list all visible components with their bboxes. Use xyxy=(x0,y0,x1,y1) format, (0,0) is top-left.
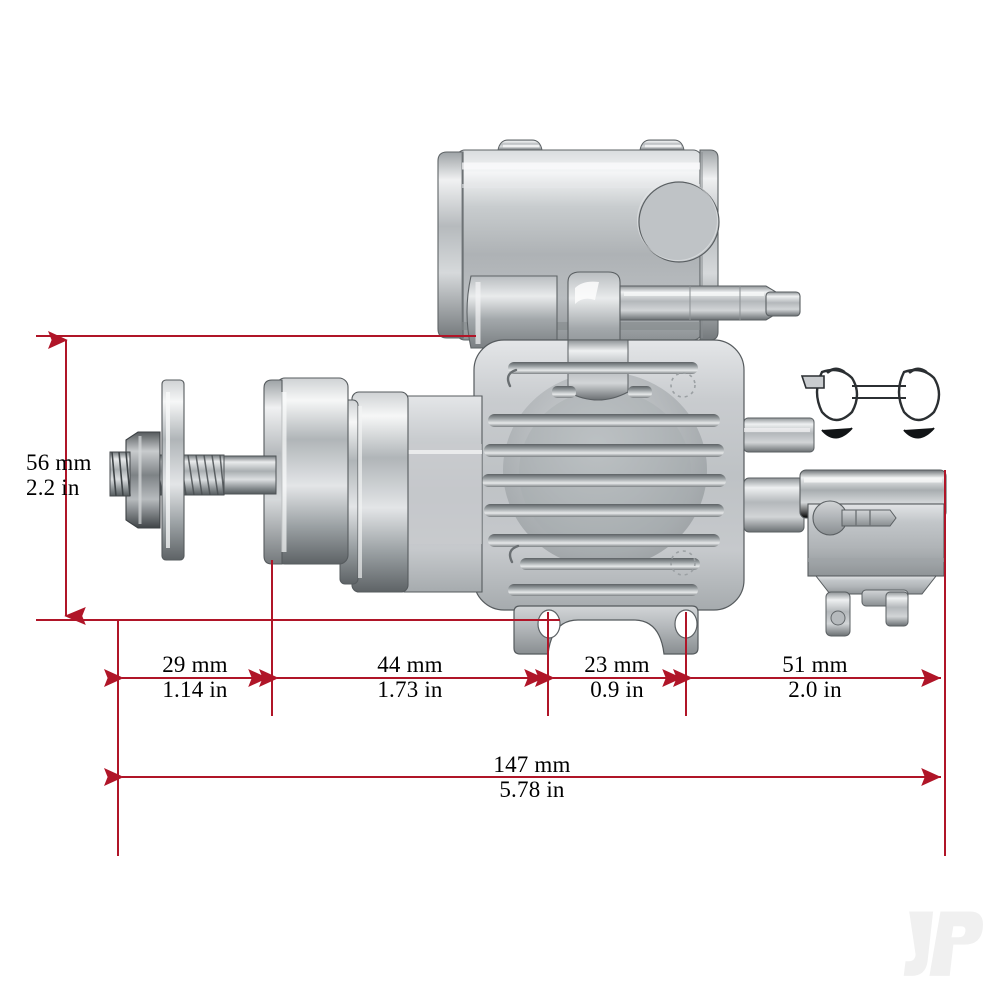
exhaust-stack xyxy=(466,275,558,349)
cooling-fins xyxy=(482,362,726,596)
height-dimension-mm: 56 mm xyxy=(26,450,92,475)
segment-1-in: 1.14 in xyxy=(162,677,228,702)
cylinder-head xyxy=(473,339,745,611)
height-dimension-in: 2.2 in xyxy=(26,475,80,500)
rear-shaft xyxy=(743,417,815,533)
glow-plug-rod xyxy=(619,285,801,321)
prop-shaft xyxy=(109,379,277,561)
overall-length-mm: 147 mm xyxy=(493,752,571,777)
muffler-cap xyxy=(437,151,464,339)
overall-length-label: 147 mm 5.78 in xyxy=(457,752,607,802)
segment-4-in: 2.0 in xyxy=(788,677,842,702)
segment-2-label: 44 mm 1.73 in xyxy=(335,652,485,702)
head-screw-mark-bl xyxy=(508,544,520,564)
mounting-lugs xyxy=(513,605,699,655)
segment-1-mm: 29 mm xyxy=(162,652,228,677)
prop-driver xyxy=(263,377,409,593)
height-dimension-label: 56 mm 2.2 in xyxy=(26,450,92,500)
segment-1-label: 29 mm 1.14 in xyxy=(120,652,270,702)
segment-2-mm: 44 mm xyxy=(377,652,443,677)
segment-3-in: 0.9 in xyxy=(590,677,644,702)
prop-washer xyxy=(161,379,185,561)
mixture-screws xyxy=(800,367,941,439)
prop-nut xyxy=(125,431,161,529)
segment-2-in: 1.73 in xyxy=(377,677,443,702)
head-screw-mark-tr xyxy=(670,372,696,398)
fuel-nipple xyxy=(812,500,897,536)
segment-3-label: 23 mm 0.9 in xyxy=(542,652,692,702)
segment-3-mm: 23 mm xyxy=(584,652,650,677)
engine-illustration xyxy=(109,139,947,655)
muffler-nipple-front xyxy=(497,139,543,151)
head-screw-mark-tl xyxy=(506,368,518,388)
muffler-nipple-rear xyxy=(639,139,685,151)
overall-length-in: 5.78 in xyxy=(499,777,565,802)
segment-4-label: 51 mm 2.0 in xyxy=(740,652,890,702)
segment-4-mm: 51 mm xyxy=(782,652,848,677)
head-screw-mark-br xyxy=(670,550,696,576)
muffler-access-plate xyxy=(638,181,720,263)
prop-shaft-tip xyxy=(109,451,131,497)
dimension-annotations xyxy=(36,331,946,856)
carburetor xyxy=(799,469,947,637)
